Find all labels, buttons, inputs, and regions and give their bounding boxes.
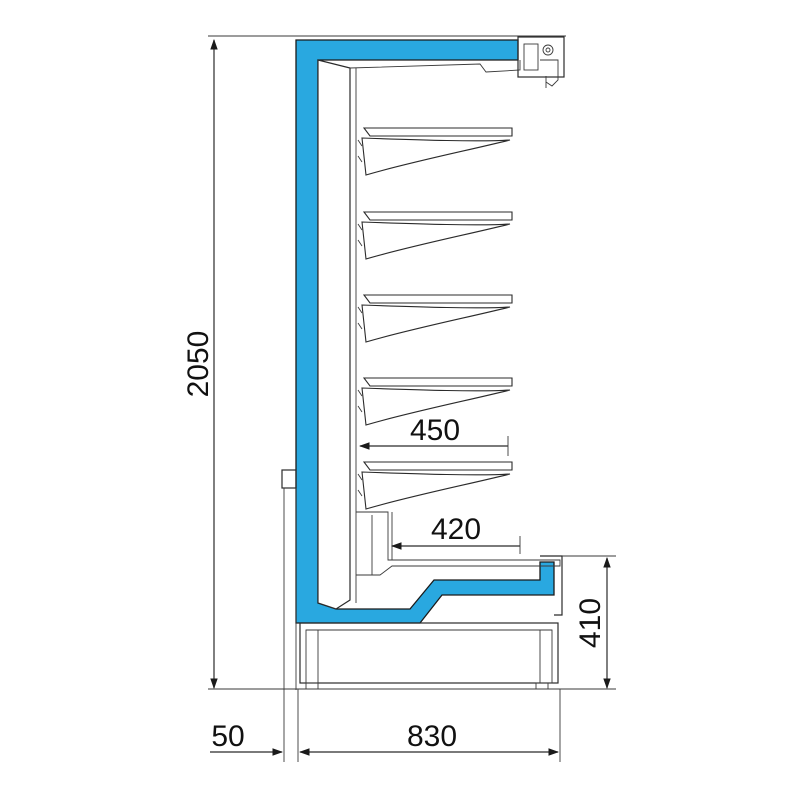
- cabinet-body: [208, 35, 616, 690]
- label-total-depth: 830: [407, 720, 457, 753]
- dimension-shelf-depth: 450: [358, 414, 509, 456]
- label-base-height: 410: [574, 598, 607, 648]
- shelf-5: [357, 461, 513, 510]
- insulation-shell: [295, 39, 555, 624]
- dimension-base-shelf-depth: 420: [390, 513, 521, 554]
- shelf-1: [357, 127, 513, 176]
- shelves: [357, 127, 513, 510]
- front-lip: [540, 555, 563, 616]
- label-shelf-depth: 450: [410, 414, 460, 447]
- base-air-duct: [356, 511, 561, 576]
- shelf-4: [357, 377, 513, 426]
- base-frame: [299, 622, 559, 690]
- label-base-shelf-depth: 420: [431, 513, 481, 546]
- shelf-3: [357, 294, 513, 343]
- shelf-2: [357, 211, 513, 260]
- dimension-back-offset: 50: [210, 689, 299, 762]
- inner-back-panel: [317, 59, 351, 610]
- dimension-base-height: 410: [574, 556, 611, 690]
- canopy-light-box: [517, 36, 565, 88]
- dimension-total-height: 2050: [182, 38, 218, 690]
- label-back-offset: 50: [211, 720, 244, 753]
- dimension-total-depth: 830: [298, 689, 561, 762]
- label-total-height: 2050: [182, 331, 215, 398]
- rear-bumper: [281, 469, 297, 489]
- canopy-inner: [349, 60, 521, 73]
